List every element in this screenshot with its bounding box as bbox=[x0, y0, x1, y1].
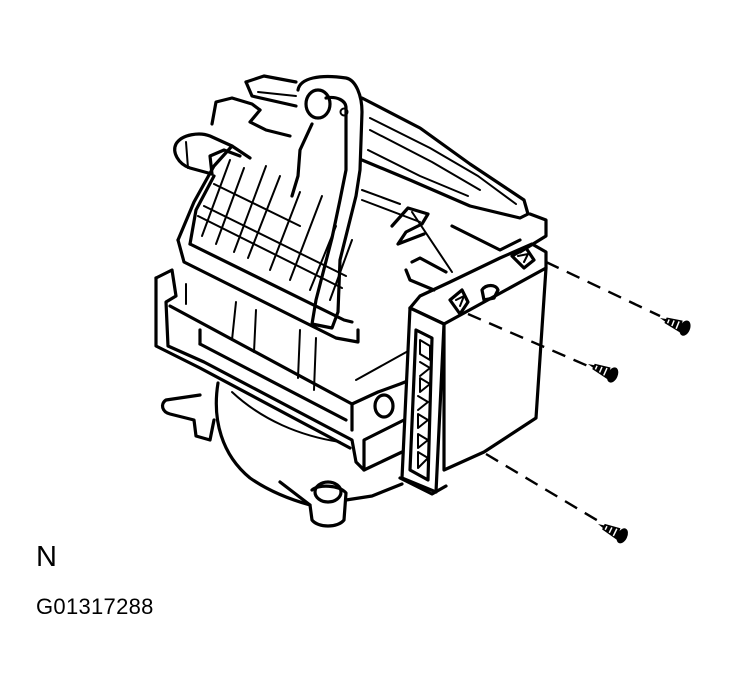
screw-guide-lines bbox=[467, 260, 661, 524]
blower-motor-housing bbox=[160, 381, 404, 528]
screw-bottom bbox=[598, 523, 628, 544]
figure-id: G01317288 bbox=[36, 594, 154, 619]
screw-middle bbox=[588, 363, 619, 383]
screw-top bbox=[660, 317, 691, 336]
control-module bbox=[398, 242, 548, 496]
caption-letter: N bbox=[36, 541, 57, 573]
blower-case-lower bbox=[154, 268, 412, 472]
blower-case-upper bbox=[173, 74, 548, 344]
